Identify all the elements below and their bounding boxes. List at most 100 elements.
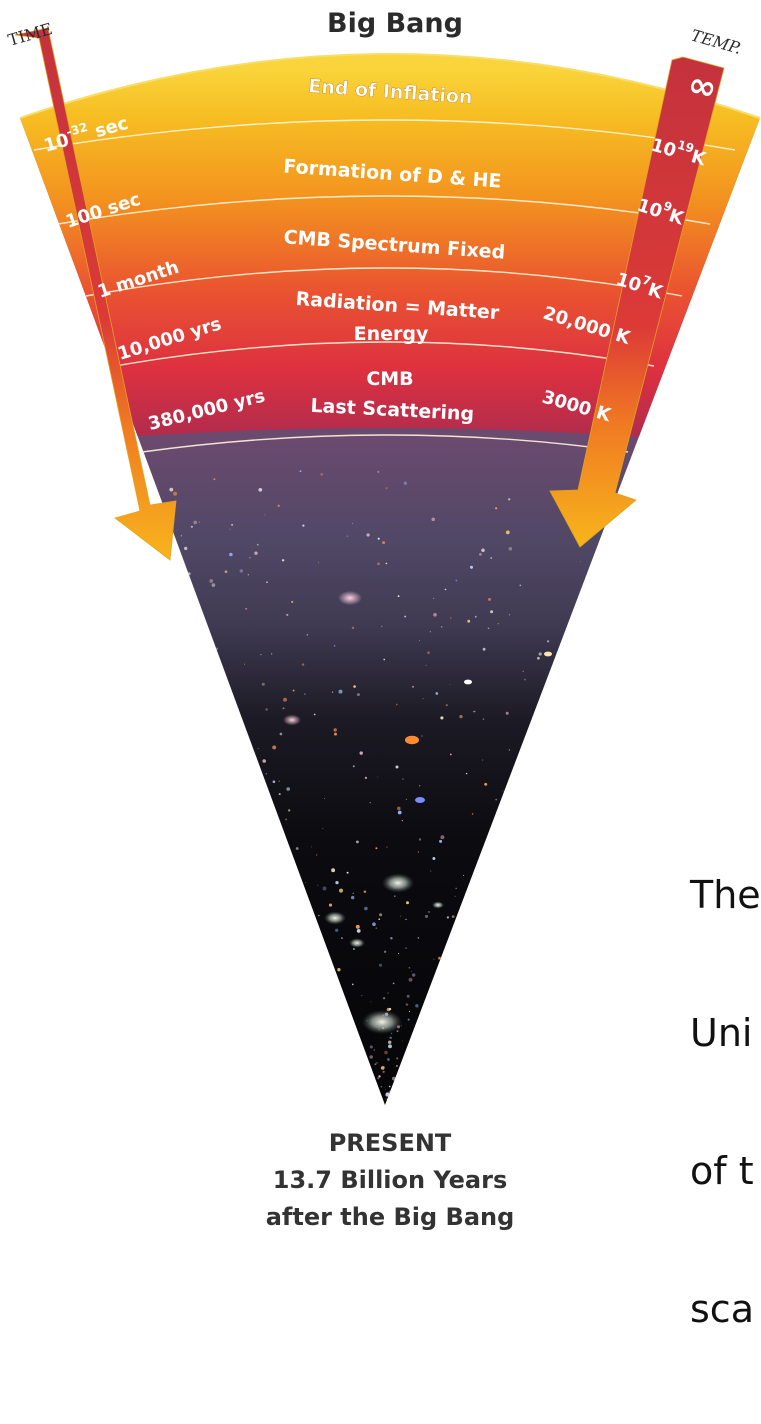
galaxy-dot: [438, 965, 440, 967]
present-caption: PRESENT 13.7 Billion Years after the Big…: [180, 1125, 600, 1236]
galaxy-dot: [184, 546, 188, 551]
galaxy-dot: [433, 612, 437, 617]
galaxy-dot: [429, 631, 432, 633]
galaxy-dot: [469, 565, 474, 569]
galaxy-dot: [482, 647, 486, 651]
galaxy-dot: [364, 906, 368, 911]
galaxy-dot: [262, 759, 266, 763]
galaxy-dot: [425, 664, 427, 666]
galaxy-dot: [375, 847, 378, 850]
galaxy-dot: [408, 966, 411, 969]
galaxy-dot: [271, 653, 273, 655]
bright-galaxy: [405, 735, 419, 745]
galaxy-dot: [322, 828, 324, 829]
galaxy-dot: [392, 982, 395, 985]
galaxy-dot: [323, 797, 326, 800]
galaxy-dot: [359, 751, 363, 755]
galaxy-dot: [428, 911, 430, 913]
galaxy-dot: [388, 1090, 393, 1095]
galaxy-dot: [376, 1062, 378, 1064]
galaxy-dot: [229, 552, 233, 557]
galaxy-dot: [432, 857, 436, 860]
galaxy-dot: [435, 692, 439, 695]
epoch-boundary-arcs: [33, 119, 736, 453]
galaxy-dot: [264, 514, 266, 516]
galaxy-dot: [385, 487, 388, 490]
galaxy-dot: [198, 521, 201, 523]
galaxy-dot: [291, 600, 294, 603]
galaxy-dot: [508, 498, 511, 501]
galaxy-dot: [229, 528, 231, 530]
galaxy-dot: [304, 693, 306, 695]
galaxy-dot: [508, 749, 510, 751]
galaxy-dot: [395, 765, 399, 769]
galaxy-dot: [502, 790, 504, 792]
galaxy-dot: [522, 670, 524, 673]
galaxy-dot: [386, 846, 388, 848]
galaxy-dot: [412, 685, 414, 688]
galaxy-dot: [302, 524, 305, 527]
galaxy-dot: [331, 868, 336, 873]
galaxy-dot: [352, 892, 354, 894]
galaxy-dot: [282, 707, 285, 710]
galaxy-dot: [440, 835, 445, 840]
galaxy-dot: [352, 765, 355, 768]
galaxy-dot: [375, 927, 378, 929]
galaxy-dot: [411, 970, 413, 972]
galaxy-dot: [352, 522, 353, 524]
galaxy-dot: [390, 936, 393, 940]
galaxy-dot: [378, 963, 383, 967]
galaxy-dot: [538, 652, 542, 656]
galaxy-dot: [317, 884, 319, 886]
galaxy-dot: [244, 663, 245, 665]
galaxy-dot: [427, 651, 430, 654]
galaxy-dot: [328, 903, 333, 907]
galaxy-dot: [397, 810, 402, 815]
galaxy-dot: [283, 697, 287, 702]
galaxy-dot: [490, 557, 493, 559]
galaxy-dot: [388, 1085, 391, 1088]
galaxy-dot: [372, 922, 376, 926]
galaxy-dot: [247, 574, 249, 576]
side-caption-cropped: The Uni of t sca: [690, 780, 761, 1424]
galaxy-dot: [335, 880, 339, 885]
galaxy-dot: [446, 916, 450, 919]
galaxy-dot: [278, 780, 281, 783]
galaxy-dot: [374, 1063, 377, 1066]
galaxy-dot: [482, 718, 485, 720]
galaxy-dot: [406, 901, 409, 905]
galaxy-dot: [412, 973, 416, 977]
galaxy-dot: [279, 732, 283, 736]
galaxy-dot: [265, 708, 268, 711]
bright-galaxy: [362, 1010, 402, 1034]
galaxy-dot: [473, 710, 476, 713]
galaxy-dot: [355, 840, 359, 844]
galaxy-dot: [403, 481, 408, 485]
galaxy-dot: [331, 691, 334, 693]
bright-galaxy: [382, 873, 414, 893]
galaxy-dot: [369, 802, 371, 804]
galaxy-dot: [387, 1058, 390, 1061]
galaxy-dot: [397, 595, 400, 597]
galaxy-dot: [449, 683, 451, 685]
time-zero-label: 0: [25, 54, 47, 85]
galaxy-dot: [431, 517, 435, 522]
galaxy-dot: [415, 1004, 419, 1008]
bright-galaxy: [432, 901, 444, 909]
galaxy-dot: [384, 1089, 386, 1091]
galaxy-dot: [405, 798, 408, 801]
galaxy-dot: [339, 888, 343, 893]
galaxy-dot: [387, 992, 389, 994]
galaxy-dot: [285, 818, 288, 821]
galaxy-dot: [481, 548, 485, 552]
galaxy-dot: [444, 588, 447, 591]
galaxy-dot: [383, 950, 387, 954]
galaxy-dot: [490, 610, 494, 614]
galaxy-dot: [382, 1070, 385, 1073]
side-caption-line-3: of t: [690, 1149, 754, 1193]
galaxy-dot: [388, 1044, 392, 1049]
galaxy-dot: [394, 895, 396, 897]
galaxy-dot: [356, 693, 360, 697]
epoch-event-last-scattering-line1: CMB: [366, 368, 413, 390]
galaxy-dot: [333, 645, 336, 647]
